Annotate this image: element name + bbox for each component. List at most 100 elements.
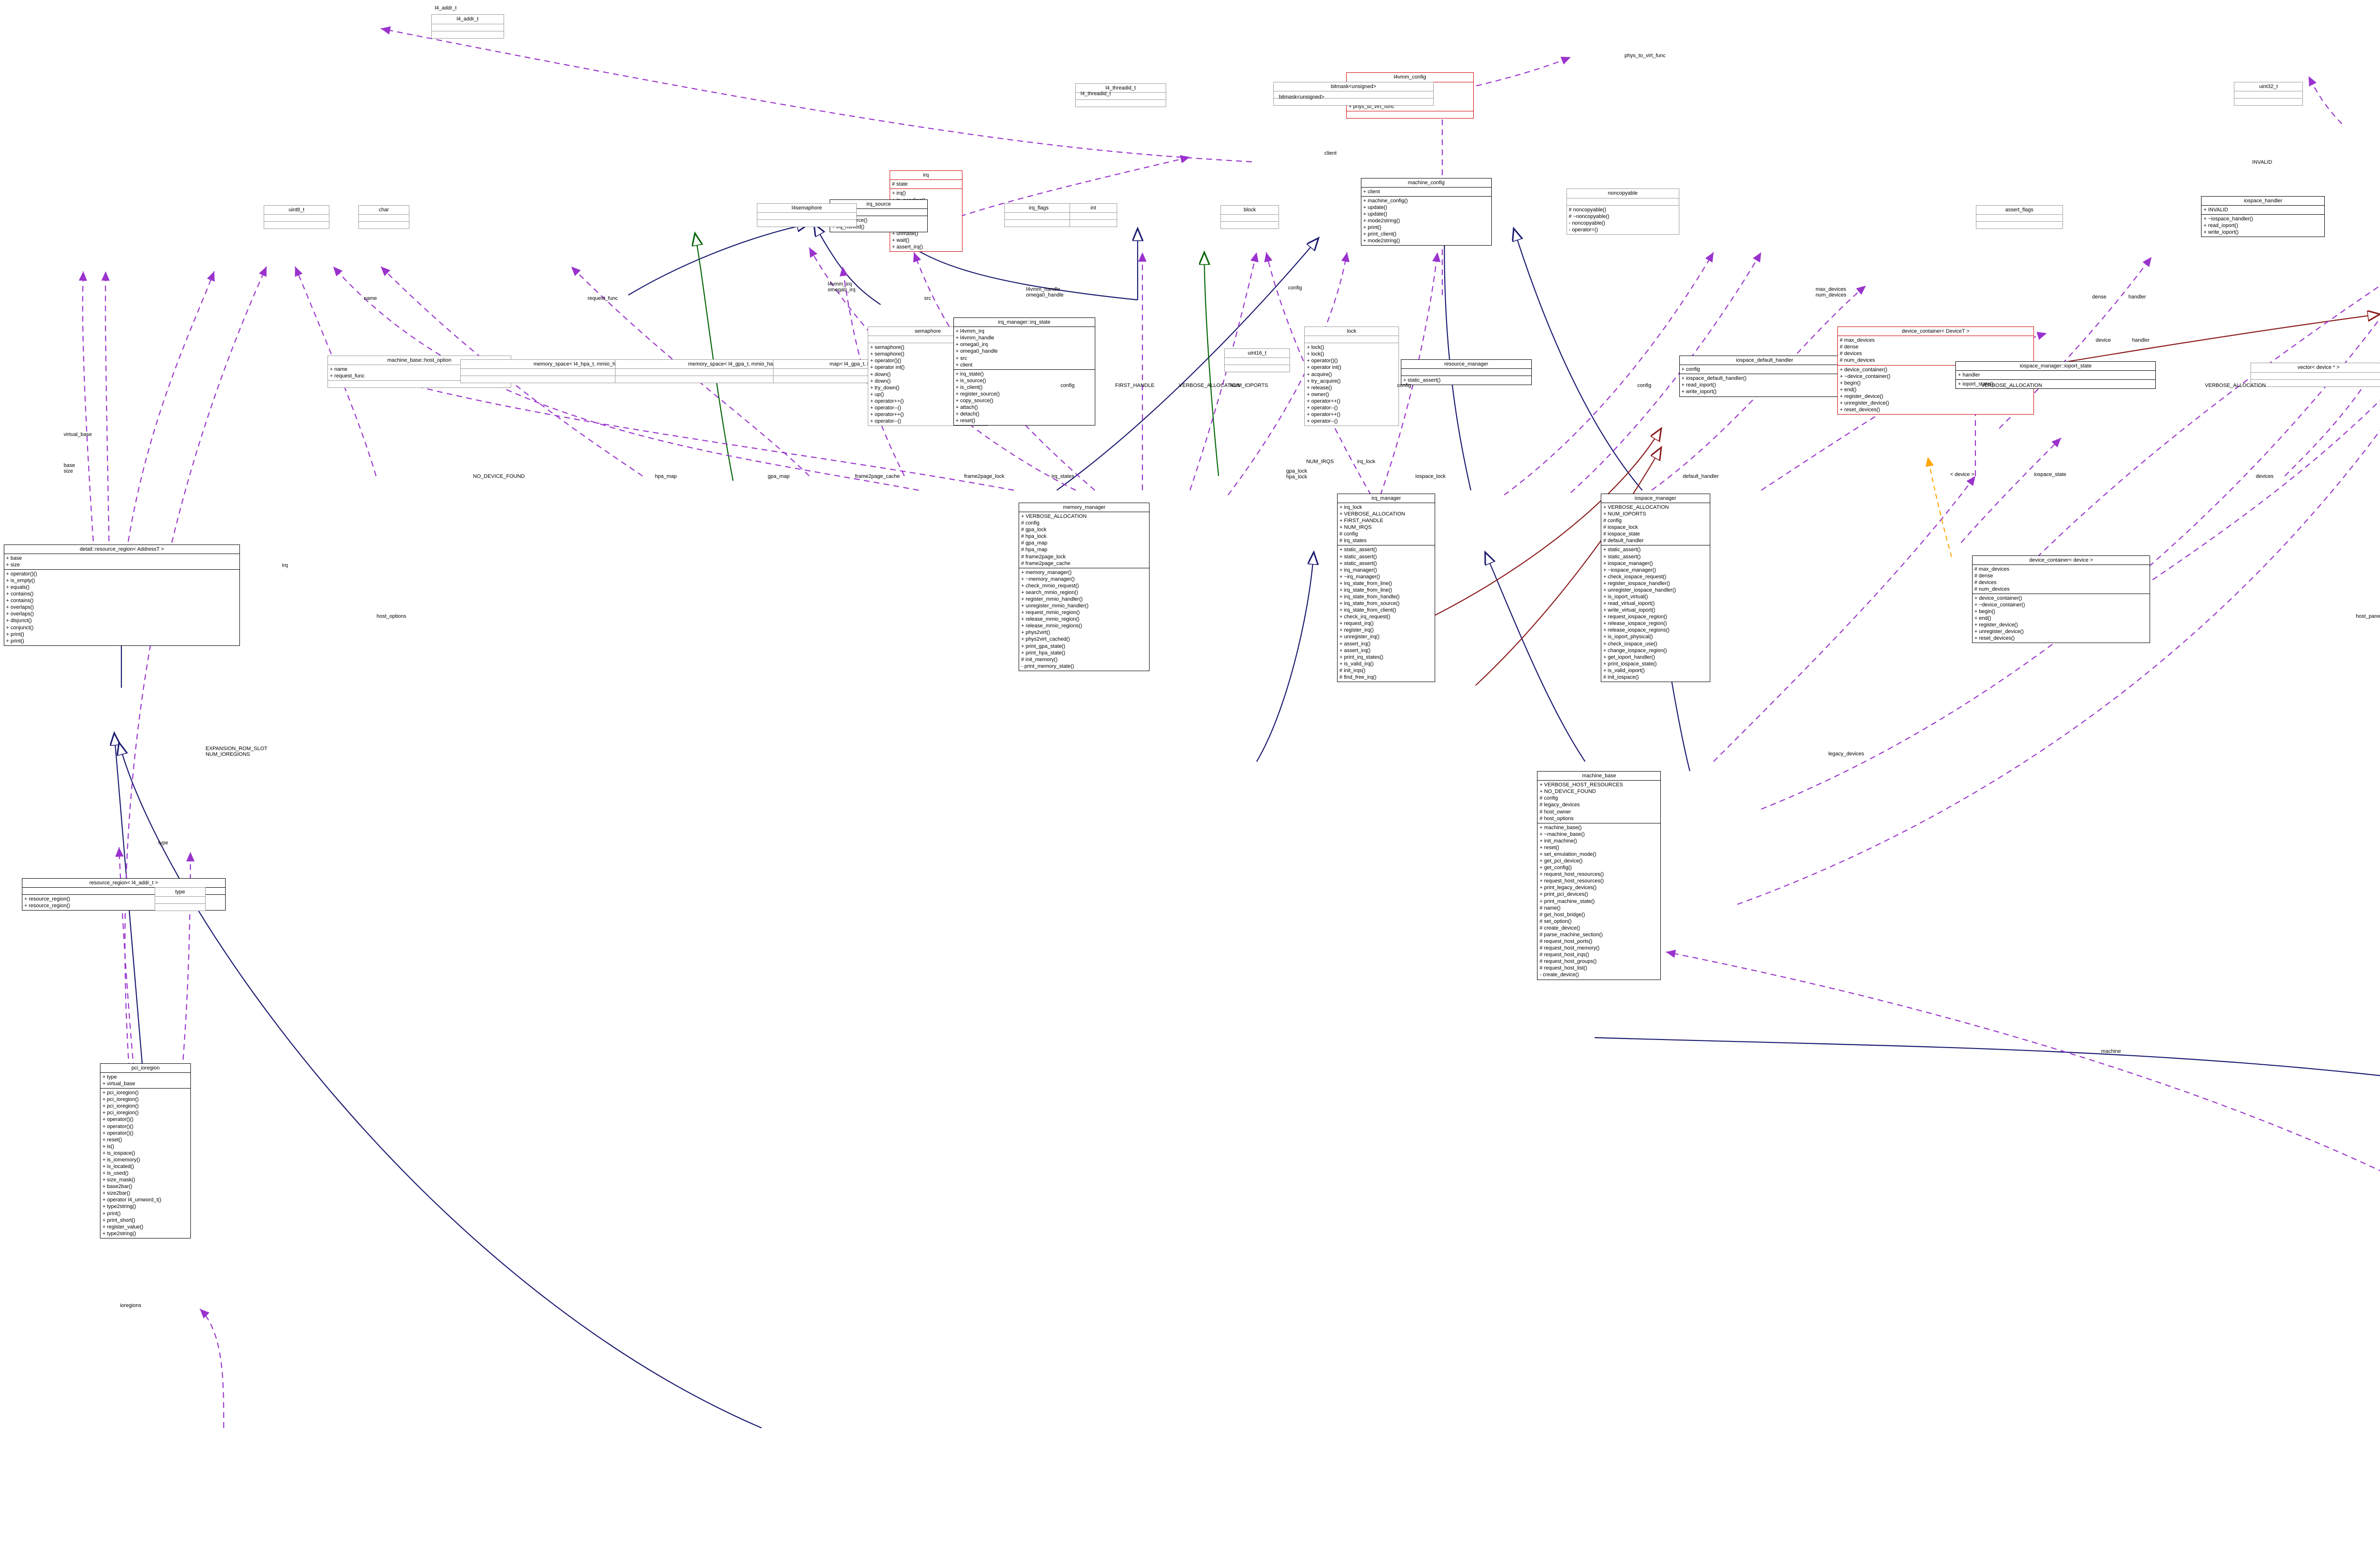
member-row: + operator()() [870, 358, 902, 364]
member-row: + ioport_state() [1958, 381, 1993, 387]
member-row: + machine_config() [1363, 198, 1408, 204]
member-row: + print_client() [1363, 231, 1397, 238]
member-row: # dense [1974, 573, 1993, 579]
class-name: uint16_t [1225, 349, 1289, 358]
member-row: + reset() [1539, 844, 1559, 851]
class-node-l4_threadid_t[interactable]: l4_threadid_t [1075, 83, 1166, 108]
member-row: + virtual_base [102, 1081, 135, 1087]
edge-label: handler [2128, 294, 2146, 300]
class-node-iospace_handler[interactable]: iospace_handler+ INVALID+ ~iospace_handl… [2201, 196, 2325, 238]
member-row: # find_free_irq() [1339, 674, 1377, 680]
member-row: + register_mmio_handler() [1021, 596, 1083, 602]
member-row: + is_used() [102, 1170, 129, 1177]
member-row: + client [1363, 188, 1380, 195]
class-node-bitmask_unsigned[interactable]: bitmask<unsigned> [1273, 81, 1434, 106]
class-node-device_container_device[interactable]: device_container< device ># max_devices#… [1972, 555, 2151, 644]
class-node-iospace_default_handler[interactable]: iospace_default_handler+ config+ iospace… [1679, 356, 1850, 397]
class-node-assert_flags[interactable]: assert_flags [1975, 205, 2063, 229]
member-row: # host_options [1539, 815, 1574, 822]
edge-label: ioregions [120, 1303, 141, 1309]
member-row: + down() [870, 371, 891, 377]
class-name: detail::resource_region< AddressT > [4, 545, 240, 554]
member-row: + operator++() [1307, 398, 1340, 404]
class-node-resource_manager[interactable]: resource_manager+ static_assert() [1400, 359, 1532, 385]
class-node-l4semaphore[interactable]: l4semaphore [756, 203, 857, 228]
class-name: l4_addr_t [431, 15, 504, 24]
class-node-iospace_manager[interactable]: iospace_manager+ VERBOSE_ALLOCATION+ NUM… [1601, 493, 1710, 682]
member-row: + get_config() [1539, 865, 1572, 871]
member-row: + src [955, 355, 967, 361]
class-node-block[interactable]: block [1220, 205, 1279, 229]
member-row: + unmask() [892, 230, 919, 237]
member-row: + operator--() [870, 405, 902, 411]
class-node-vector_device[interactable]: vector< device * > [2250, 363, 2380, 387]
member-row: + release_mmio_regions() [1021, 623, 1082, 629]
member-row: + operator++() [870, 398, 904, 404]
class-node-detail_resource_region_AddressT[interactable]: detail::resource_region< AddressT >+ bas… [3, 544, 240, 646]
class-node-irq_manager[interactable]: irq_manager+ irq_lock+ VERBOSE_ALLOCATIO… [1337, 493, 1436, 682]
class-node-int_box[interactable]: int [1070, 203, 1117, 228]
class-node-irq_flags[interactable]: irq_flags [1004, 203, 1073, 228]
class-node-type[interactable]: type [154, 887, 206, 911]
member-row: + ~iospace_handler() [2203, 216, 2253, 222]
member-row: + VERBOSE_HOST_RESOURCES [1539, 782, 1623, 788]
member-row: + update() [1363, 211, 1388, 217]
class-name: uint8_t [264, 206, 329, 215]
attributes-section: + INVALID [2202, 206, 2325, 215]
class-node-noncopyable[interactable]: noncopyable# noncopyable()# ~noncopyable… [1566, 188, 1679, 235]
attributes-section [1070, 213, 1117, 220]
member-row: + is() [102, 1143, 114, 1149]
member-row: + irq_lock [1339, 504, 1362, 510]
member-row: + size_mask() [102, 1177, 135, 1183]
class-node-pci_ioregion[interactable]: pci_ioregion+ type+ virtual_base+ pci_io… [100, 1063, 191, 1238]
class-node-iospace_manager_ioport_state[interactable]: iospace_manager::ioport_state+ handler+ … [1955, 361, 2156, 389]
member-row: + iospace_manager() [1603, 560, 1653, 566]
class-node-irq_manager_irq_state[interactable]: irq_manager::irq_state+ l4vmm_irq+ l4vmm… [953, 317, 1095, 426]
class-node-lock[interactable]: lock+ lock()+ lock()+ operator()()+ oper… [1304, 327, 1399, 426]
operations-section [757, 220, 856, 227]
member-row: + base [6, 555, 22, 561]
member-row: + end() [1840, 386, 1857, 393]
operations-section: + device_container()+ ~device_container(… [1973, 594, 2150, 643]
attributes-section: # state [890, 180, 962, 189]
attributes-section [1976, 215, 2063, 222]
attributes-section: + VERBOSE_ALLOCATION+ NUM_IOPORTS# confi… [1601, 503, 1710, 546]
member-row: + print_short() [102, 1217, 135, 1223]
member-row: # hpa_map [1021, 547, 1048, 553]
member-row: + check_mmio_request() [1021, 583, 1079, 589]
member-row: + print_machine_state() [1539, 898, 1595, 904]
member-row: + operator int() [870, 365, 905, 371]
class-node-uint32_t_top[interactable]: uint32_t [2234, 81, 2303, 106]
class-name: resource_region< l4_addr_t > [22, 879, 225, 888]
member-row: # ~noncopyable() [1568, 213, 1609, 219]
class-node-char[interactable]: char [358, 205, 409, 229]
attributes-section [431, 24, 504, 31]
class-node-uint16_t[interactable]: uint16_t [1224, 348, 1290, 372]
member-row: # config [1021, 520, 1040, 526]
edge-label: default_handler [1683, 473, 1719, 479]
edge-label: gpa_map [767, 473, 790, 479]
member-row: + release_mmio_region() [1021, 616, 1080, 623]
edge-label: config [1397, 383, 1411, 389]
edge-label: irq_states [1051, 473, 1074, 479]
class-node-machine_base[interactable]: machine_base+ VERBOSE_HOST_RESOURCES+ NO… [1537, 771, 1661, 980]
class-node-memory_manager[interactable]: memory_manager+ VERBOSE_ALLOCATION# conf… [1019, 502, 1150, 671]
member-row: + print_hpa_state() [1021, 650, 1065, 656]
member-row: + write_ioport() [2203, 229, 2239, 236]
member-row: + is_source() [955, 377, 986, 384]
member-row: + print() [102, 1210, 121, 1217]
operations-section [1976, 222, 2063, 228]
member-row: + static_assert() [1339, 547, 1377, 553]
class-node-machine_config[interactable]: machine_config+ client+ machine_config()… [1360, 178, 1492, 246]
attributes-section: + irq_lock+ VERBOSE_ALLOCATION+ FIRST_HA… [1338, 503, 1435, 546]
attributes-section [615, 369, 862, 376]
operations-section: + semaphore()+ semaphore()+ operator()()… [868, 343, 987, 426]
member-row: + print() [1363, 225, 1381, 231]
member-row: # default_handler [1603, 538, 1644, 544]
edge-label: VERBOSE_ALLOCATION [1981, 383, 2043, 389]
attributes-section [22, 888, 225, 895]
member-row: # noncopyable() [1568, 207, 1606, 213]
class-node-l4_addr_t_top[interactable]: l4_addr_t [431, 14, 504, 39]
class-node-uint8_t[interactable]: uint8_t [264, 205, 329, 229]
member-row: + print_legacy_devices() [1539, 885, 1597, 891]
